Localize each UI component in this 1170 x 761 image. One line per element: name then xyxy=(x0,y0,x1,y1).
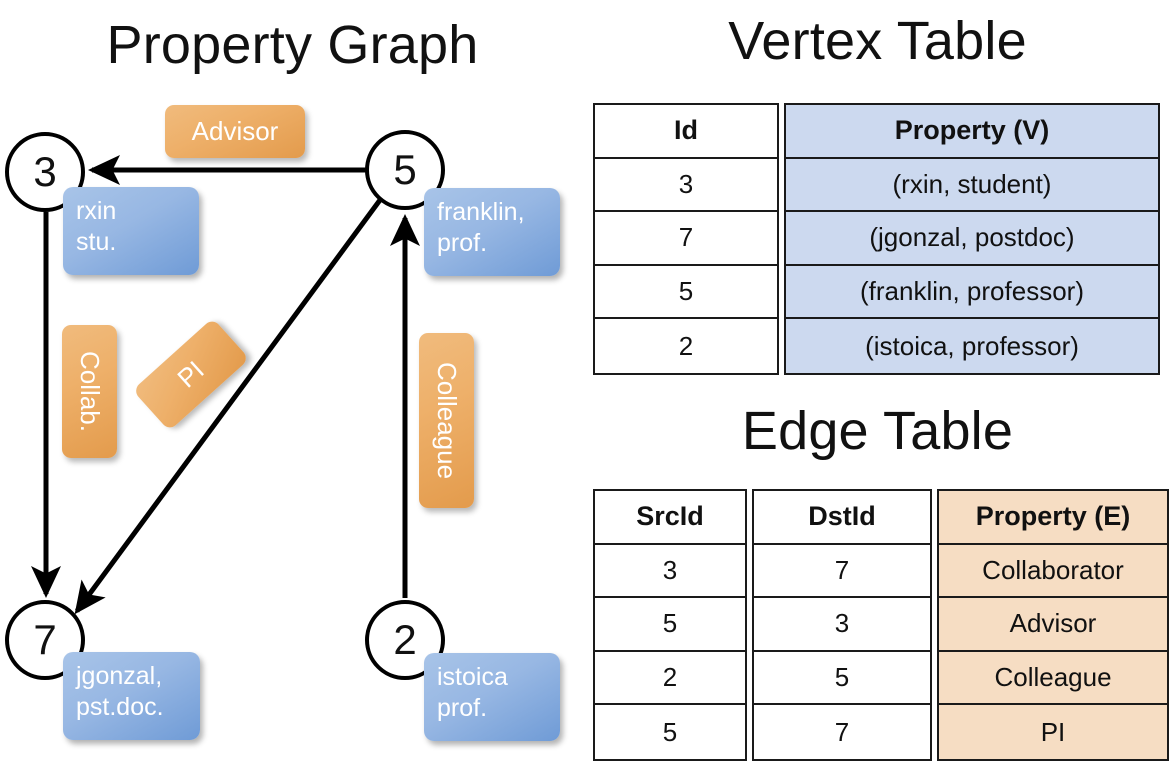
table-row: 7 xyxy=(754,544,930,599)
graph-node-5-label: 5 xyxy=(393,146,417,193)
node-property-rxin[interactable]: rxin stu. xyxy=(63,187,199,275)
table-row: (rxin, student) xyxy=(786,158,1158,213)
table-row: (franklin, professor) xyxy=(786,265,1158,320)
node-property-jgonzal-line1: jgonzal, xyxy=(76,662,163,690)
table-row: 5 xyxy=(595,265,777,320)
vertex-table-property-column: Property (V) (rxin, student) (jgonzal, p… xyxy=(784,103,1160,375)
graph-node-2-label: 2 xyxy=(393,616,417,663)
edge-label-collaborator-text: Collab. xyxy=(75,351,105,432)
node-property-franklin-line2: prof. xyxy=(437,228,488,257)
table-row: 3 xyxy=(595,158,777,213)
table-row: (jgonzal, postdoc) xyxy=(786,212,1158,266)
node-property-istoica[interactable]: istoica prof. xyxy=(424,653,560,741)
table-row: Colleague xyxy=(939,651,1167,706)
table-row: (istoica, professor) xyxy=(786,319,1158,373)
table-row: Advisor xyxy=(939,598,1167,652)
edge-5-to-7 xyxy=(74,198,383,615)
edge-label-colleague[interactable]: Colleague xyxy=(419,333,474,508)
table-row: Collaborator xyxy=(939,544,1167,599)
page-title-vertex-table: Vertex Table xyxy=(728,11,1027,71)
edge-table: SrcId 3 5 2 5 DstId 7 3 5 7 Property (E)… xyxy=(593,489,1169,761)
table-row: 7 xyxy=(595,212,777,266)
property-graph-diagram: Advisor Collab. PI Colleague 3 5 7 2 rxi… xyxy=(0,0,585,760)
node-property-istoica-line1: istoica xyxy=(437,663,508,691)
vertex-table: Id 3 7 5 2 Property (V) (rxin, student) … xyxy=(593,103,1160,375)
table-row: 5 xyxy=(754,651,930,706)
vertex-table-header-id: Id xyxy=(595,105,777,159)
edge-table-srcid-column: SrcId 3 5 2 5 xyxy=(593,489,747,761)
graph-edges-layer xyxy=(31,155,420,615)
graph-node-3-label: 3 xyxy=(33,148,57,195)
graph-node-2[interactable]: 2 xyxy=(365,600,445,680)
table-row: PI xyxy=(939,705,1167,759)
node-property-franklin-line1: franklin, xyxy=(437,198,525,226)
graph-node-7-label: 7 xyxy=(33,616,57,663)
table-row: 5 xyxy=(595,705,745,759)
edge-table-property-column: Property (E) Collaborator Advisor Collea… xyxy=(937,489,1169,761)
edge-label-colleague-text: Colleague xyxy=(432,361,462,480)
edge-label-pi-text: PI xyxy=(171,354,210,394)
node-property-rxin-line2: stu. xyxy=(76,227,117,256)
edge-label-advisor-text: Advisor xyxy=(191,116,279,146)
table-row: 3 xyxy=(595,544,745,599)
edge-label-advisor[interactable]: Advisor xyxy=(165,105,305,158)
graph-node-5[interactable]: 5 xyxy=(365,130,445,210)
node-property-istoica-line2: prof. xyxy=(437,693,488,722)
page-title-edge-table: Edge Table xyxy=(741,401,1014,461)
node-property-franklin[interactable]: franklin, prof. xyxy=(424,188,560,276)
table-row: 2 xyxy=(595,319,777,373)
table-row: 7 xyxy=(754,705,930,759)
table-row: 3 xyxy=(754,598,930,652)
vertex-table-header-property: Property (V) xyxy=(786,105,1158,159)
node-property-jgonzal-line2: pst.doc. xyxy=(76,692,164,721)
vertex-table-id-column: Id 3 7 5 2 xyxy=(593,103,779,375)
edge-table-dstid-column: DstId 7 3 5 7 xyxy=(752,489,932,761)
edge-label-collaborator[interactable]: Collab. xyxy=(62,325,117,458)
node-property-rxin-line1: rxin xyxy=(76,197,117,225)
node-property-jgonzal[interactable]: jgonzal, pst.doc. xyxy=(63,652,200,740)
table-row: 2 xyxy=(595,651,745,706)
table-row: 5 xyxy=(595,598,745,652)
page-title-property-graph: Property Graph xyxy=(106,15,479,75)
edge-table-header-dstid: DstId xyxy=(754,491,930,545)
edge-table-header-property: Property (E) xyxy=(939,491,1167,545)
edge-table-header-srcid: SrcId xyxy=(595,491,745,545)
